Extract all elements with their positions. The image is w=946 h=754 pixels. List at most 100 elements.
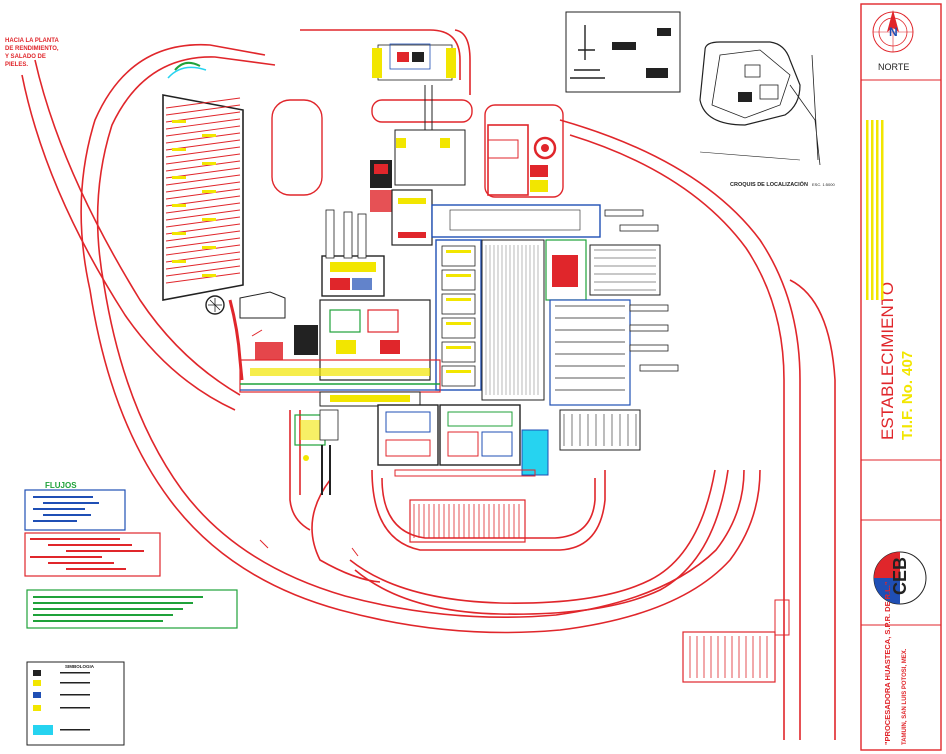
offsite-note: HACIA LA PLANTA DE RENDIMIENTO, Y SALADO… bbox=[5, 38, 59, 68]
pen-marker bbox=[202, 190, 216, 193]
locator-scale: ESC. 1:5000 bbox=[812, 182, 835, 187]
legend-text-line bbox=[60, 672, 90, 674]
flow-row bbox=[43, 502, 99, 504]
legend-text-line bbox=[60, 694, 90, 696]
cooler-room bbox=[441, 245, 476, 267]
drawing-client: "PROCESADORA HUASTECA, S.P.R. DE R.L." bbox=[883, 581, 892, 745]
company-logo-icon: CEB bbox=[873, 551, 927, 605]
flow-row bbox=[33, 496, 93, 498]
flow-arrows bbox=[251, 329, 359, 557]
road-network bbox=[21, 29, 836, 740]
cooler-room bbox=[441, 293, 476, 315]
legend-title: SIMBOLOGIA bbox=[65, 664, 95, 669]
title-line bbox=[881, 120, 884, 300]
landscaped-islands bbox=[271, 99, 564, 198]
flow-row bbox=[43, 514, 91, 516]
stub bbox=[639, 364, 679, 372]
drawing-main-title: ESTABLECIMIENTO bbox=[878, 282, 897, 440]
cooler-rail bbox=[446, 298, 471, 301]
stub bbox=[629, 304, 669, 312]
pen-divider bbox=[165, 202, 241, 214]
pen-divider bbox=[165, 272, 241, 284]
legend-text-line bbox=[60, 682, 90, 684]
stub bbox=[619, 224, 659, 232]
pen-divider bbox=[165, 244, 241, 256]
flow-row bbox=[33, 602, 193, 604]
drawing-tif: T.I.F. No. 407 bbox=[899, 351, 916, 440]
north-letter: N bbox=[889, 25, 898, 39]
pen-divider bbox=[165, 160, 241, 172]
cooler-rail bbox=[446, 346, 471, 349]
cooler-rail bbox=[446, 322, 471, 325]
stub bbox=[629, 324, 669, 332]
note-line-4: PIELES. bbox=[5, 62, 28, 68]
flow-row bbox=[33, 608, 183, 610]
title-block: N NORTE ESTABLECIMIENTO T.I.F. No. 407 C… bbox=[860, 3, 942, 751]
stub bbox=[604, 209, 644, 217]
note-line-2: DE RENDIMIENTO, bbox=[5, 46, 59, 52]
slaughter-wing bbox=[239, 209, 441, 407]
pen-marker bbox=[172, 232, 186, 235]
note-line-3: Y SALADO DE bbox=[5, 54, 46, 60]
legend-text-line bbox=[60, 707, 90, 709]
pen-divider bbox=[165, 125, 241, 137]
parking-lot bbox=[409, 499, 790, 683]
pen-marker bbox=[202, 134, 216, 137]
pen-divider bbox=[165, 230, 241, 242]
legend-text-line bbox=[60, 729, 90, 731]
pen-divider bbox=[165, 209, 241, 221]
pen-divider bbox=[165, 118, 241, 130]
flow-row bbox=[66, 550, 144, 552]
pen-marker bbox=[202, 246, 216, 249]
flow-row bbox=[30, 556, 102, 558]
flows-legend: FLUJOS bbox=[24, 481, 238, 629]
cooler-room bbox=[441, 269, 476, 291]
pen-divider bbox=[165, 188, 241, 200]
pen-marker bbox=[172, 148, 186, 151]
note-line-1: HACIA LA PLANTA bbox=[5, 38, 59, 44]
flows-title: FLUJOS bbox=[45, 481, 77, 490]
pen-marker bbox=[172, 176, 186, 179]
cooler-rail bbox=[446, 370, 471, 373]
boiler-area bbox=[487, 124, 557, 196]
symbol-legend: SIMBOLOGIA bbox=[26, 661, 125, 746]
pen-divider bbox=[165, 132, 241, 144]
flow-row bbox=[48, 562, 114, 564]
south-offices bbox=[377, 404, 549, 477]
utility-area-north bbox=[370, 43, 466, 246]
flow-row bbox=[33, 620, 163, 622]
company-logo-text: CEB bbox=[890, 557, 910, 595]
pen-divider bbox=[165, 237, 241, 249]
north-arrow-icon: N NORTE bbox=[872, 10, 914, 72]
cooler-rail bbox=[446, 250, 471, 253]
pen-divider bbox=[165, 265, 241, 277]
flow-row bbox=[33, 508, 85, 510]
pen-divider bbox=[165, 216, 241, 228]
location-sketch: CROQUIS DE LOCALIZACIÓN ESC. 1:5000 bbox=[699, 41, 835, 188]
cooler-rail bbox=[446, 274, 471, 277]
pen-divider bbox=[165, 258, 241, 270]
pen-marker bbox=[172, 204, 186, 207]
pen-marker bbox=[202, 218, 216, 221]
pen-divider bbox=[165, 146, 241, 158]
title-line bbox=[876, 120, 879, 300]
stub bbox=[629, 344, 669, 352]
title-line bbox=[871, 120, 874, 300]
flow-row bbox=[33, 520, 77, 522]
section-detail bbox=[565, 11, 681, 93]
pen-divider bbox=[165, 153, 241, 165]
pen-marker bbox=[172, 120, 186, 123]
cooler-room bbox=[441, 341, 476, 363]
cooler-room bbox=[441, 317, 476, 339]
pen-divider bbox=[165, 104, 241, 116]
locator-caption: CROQUIS DE LOCALIZACIÓN bbox=[730, 180, 808, 188]
pen-divider bbox=[165, 174, 241, 186]
flow-row bbox=[66, 568, 126, 570]
main-plant bbox=[431, 204, 679, 451]
pen-marker bbox=[172, 260, 186, 263]
cooler-room bbox=[441, 365, 476, 387]
drawing-location: TAMUIN, SAN LUIS POTOSI, MEX. bbox=[902, 648, 908, 745]
cattle-pens-building bbox=[162, 61, 286, 381]
flow-row bbox=[33, 596, 203, 598]
